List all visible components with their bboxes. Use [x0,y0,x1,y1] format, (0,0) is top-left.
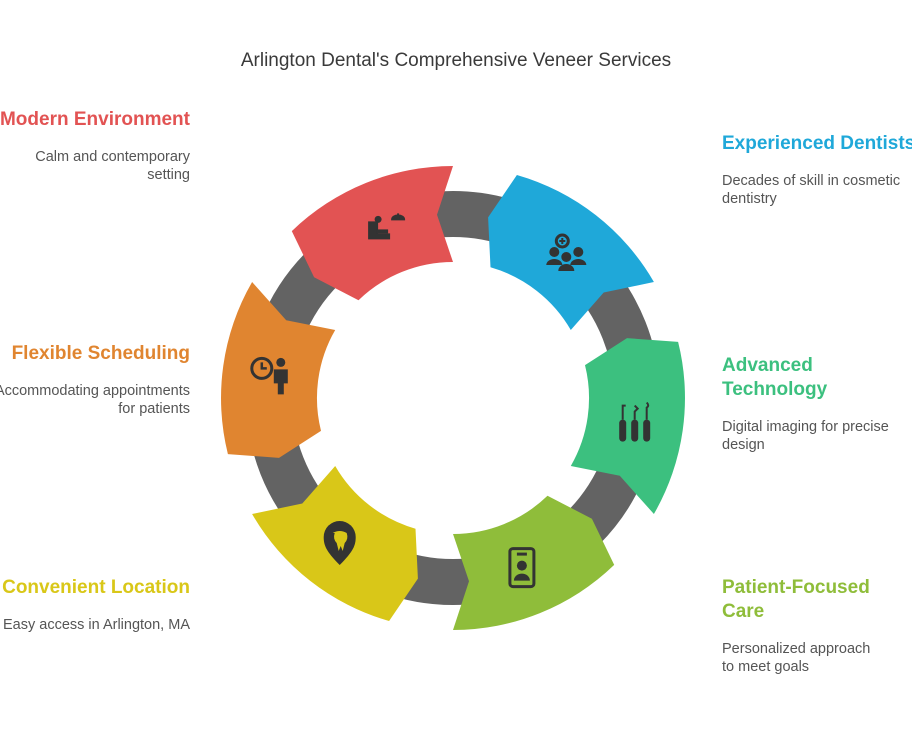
label-experienced-dentists: Experienced Dentists Decades of skill in… [722,132,912,208]
label-patient-focused-care: Patient-Focused Care Personalized approa… [722,576,872,676]
label-flexible-scheduling: Flexible Scheduling Accommodating appoin… [0,342,190,418]
desc-patient-focused-care: Personalized approach to meet goals [722,641,871,675]
heading-convenient-location: Convenient Location [2,577,190,598]
desc-convenient-location: Easy access in Arlington, MA [3,617,190,633]
heading-advanced-technology: Advanced Technology [722,355,828,400]
dentist-team-icon [546,233,587,271]
label-advanced-technology: Advanced Technology Digital imaging for … [722,354,912,454]
label-modern-environment: Modern Environment Calm and contemporary… [0,108,190,184]
label-convenient-location: Convenient Location Easy access in Arlin… [0,576,190,634]
clock-person-icon [250,356,288,395]
heading-flexible-scheduling: Flexible Scheduling [11,343,190,364]
tooth-location-pin-icon [323,521,356,565]
segment-advanced-technology [570,338,685,514]
segment-experienced-dentists [488,175,654,330]
patient-card-icon [508,547,536,589]
desc-flexible-scheduling: Accommodating appointments for patients [0,383,190,417]
dental-tools-icon [619,401,651,442]
desc-modern-environment: Calm and contemporary setting [35,149,190,183]
desc-experienced-dentists: Decades of skill in cosmetic dentistry [722,173,901,207]
heading-patient-focused-care: Patient-Focused Care [722,577,870,622]
heading-experienced-dentists: Experienced Dentists [722,133,912,154]
heading-modern-environment: Modern Environment [0,109,190,130]
desc-advanced-technology: Digital imaging for precise design [722,419,889,453]
page-title: Arlington Dental's Comprehensive Veneer … [240,50,672,71]
dental-chair-lamp-icon [368,213,406,240]
